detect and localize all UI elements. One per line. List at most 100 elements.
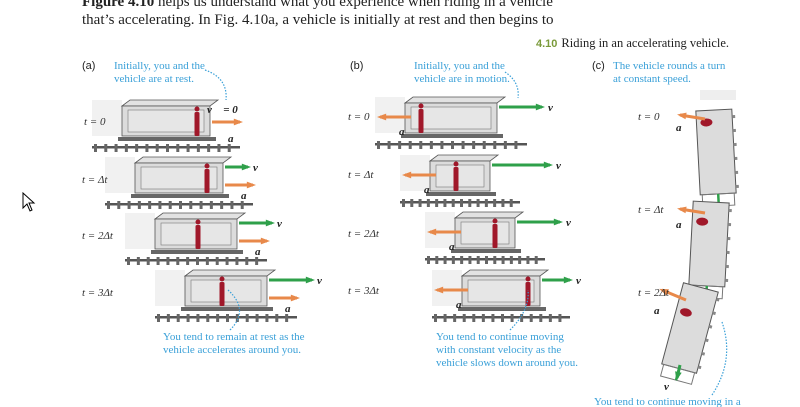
rail-tie	[461, 141, 465, 149]
rail-tie	[155, 144, 159, 152]
rail-tie	[460, 256, 464, 264]
acceleration-arrow-head	[677, 206, 687, 214]
note-line: vehicle are at rest.	[114, 73, 195, 85]
acceleration-label: a⃗	[255, 246, 269, 258]
velocity-label: v⃗	[253, 162, 266, 174]
note-line: vehicle are in motion.	[414, 73, 510, 85]
rail-tie	[520, 314, 524, 322]
rail-tie	[117, 201, 121, 209]
velocity-arrow-head	[675, 371, 682, 381]
rail-tie	[127, 257, 130, 265]
rail-tie	[146, 257, 150, 265]
rail-tie	[435, 256, 439, 264]
note-line: with constant velocity as the	[436, 344, 562, 356]
rail-tie	[451, 256, 455, 264]
car-chassis	[118, 137, 216, 141]
car-roof	[183, 269, 277, 277]
rail-tie	[225, 257, 229, 265]
rail-tie	[398, 141, 402, 149]
railcar-top-view	[688, 200, 732, 300]
rail-tie	[199, 201, 203, 209]
person-body	[453, 167, 459, 191]
acceleration-arrow	[212, 118, 243, 126]
panel-b-letter: (b)	[350, 60, 364, 72]
rail-tie	[196, 257, 199, 265]
motion-blur	[105, 157, 135, 193]
velocity-arrow	[269, 276, 315, 284]
acceleration-arrow	[402, 171, 436, 179]
time-label: t = 2Δt	[82, 230, 113, 242]
car-roof	[688, 200, 730, 288]
car-roof	[428, 154, 500, 162]
rail-tie	[701, 351, 706, 356]
rail-tie	[275, 314, 279, 322]
rail-tie	[734, 156, 738, 161]
rail-tie	[728, 208, 732, 213]
acceleration-arrow	[677, 112, 706, 121]
velocity-label: v⃗	[556, 160, 569, 172]
rail-tie	[476, 199, 480, 207]
velocity-label: v⃗	[548, 102, 561, 114]
rail-tie	[712, 311, 716, 316]
rail-tie	[443, 199, 447, 207]
body-text-line-1: Figure 4.10 helps us understand what you…	[82, 0, 553, 11]
velocity-arrow-head	[563, 276, 573, 284]
acceleration-arrow-head	[659, 288, 669, 296]
rail-tie	[472, 314, 476, 322]
velocity-arrow-head	[265, 219, 275, 227]
rail-tie	[419, 141, 423, 149]
velocity-label: v⃗	[566, 217, 579, 229]
rail-tie	[453, 314, 457, 322]
velocity-arrow	[225, 163, 251, 171]
rail-tie	[501, 199, 505, 207]
rail-tie	[468, 199, 472, 207]
rail-tie	[227, 144, 231, 152]
acceleration-arrow	[269, 294, 300, 302]
panel-c-letter: (c)	[592, 60, 605, 72]
car-interior	[127, 109, 205, 133]
note-line: Initially, you and the	[414, 60, 505, 72]
rail-tie	[509, 256, 513, 264]
panel-b-top-note: Initially, you and the vehicle are in mo…	[414, 60, 510, 86]
rail-tie	[166, 257, 170, 265]
note-line: You tend to continue moving	[436, 331, 564, 343]
rail-tie	[468, 256, 472, 264]
rail-tie	[387, 141, 391, 149]
rail-tie	[196, 144, 200, 152]
acceleration-label: a⃗	[241, 190, 255, 202]
acceleration-label: a⃗	[424, 184, 438, 196]
acceleration-arrow-head	[427, 228, 437, 236]
rail-tie	[426, 199, 430, 207]
rail-tie	[493, 256, 497, 264]
rail-tie	[176, 257, 180, 265]
rail-tie	[148, 201, 152, 209]
annotation-leader	[711, 321, 728, 396]
car-chassis	[426, 192, 496, 196]
person-top-view	[700, 118, 713, 127]
person-body	[194, 112, 200, 136]
rail-tie	[235, 314, 239, 322]
rail-tie	[491, 314, 495, 322]
rail-tie	[697, 365, 702, 370]
acceleration-arrow-head	[377, 113, 387, 121]
rail-tie	[176, 314, 180, 322]
panel-a-bottom-note: You tend to remain at rest as the vehicl…	[163, 331, 305, 357]
panel-c-bottom-note: You tend to continue moving in a	[594, 396, 741, 407]
rail-tie	[462, 314, 466, 322]
mouse-cursor-icon	[22, 192, 36, 212]
rail-tie	[240, 201, 244, 209]
rail-tie	[732, 128, 736, 133]
car-interior	[460, 221, 510, 245]
annotation-leader	[227, 289, 241, 331]
velocity-arrow	[239, 219, 275, 227]
person-head	[525, 276, 531, 282]
time-label: t = 0	[84, 116, 106, 128]
rail-tie	[226, 314, 229, 322]
rail-tie	[166, 314, 170, 322]
car-roof	[153, 212, 247, 220]
rail-tie	[733, 142, 737, 147]
acceleration-label: a⃗	[449, 241, 463, 253]
car-chassis	[151, 250, 243, 254]
acceleration-arrow-head	[402, 171, 412, 179]
acceleration-label: a⃗	[456, 299, 470, 311]
